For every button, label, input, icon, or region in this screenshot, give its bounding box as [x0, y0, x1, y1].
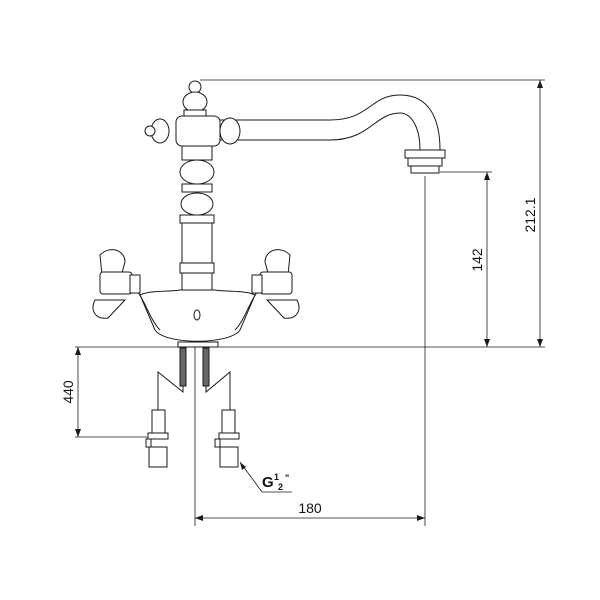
thread-size-label: G 1 2 " [262, 472, 289, 492]
thread-inch-mark: " [285, 473, 289, 483]
left-handle [92, 249, 141, 319]
thread-numerator: 1 [274, 472, 279, 482]
dimension-arrows [75, 80, 543, 521]
dimension-hose-length: 440 [60, 380, 76, 404]
dimension-total-height: 212.1 [522, 197, 538, 232]
right-handle [251, 249, 300, 319]
dimension-spout-height: 142 [469, 248, 485, 272]
dimension-spout-reach: 180 [298, 500, 322, 516]
faucet-body [134, 80, 446, 348]
thread-letter: G [262, 474, 274, 491]
thread-denominator: 2 [278, 482, 283, 492]
supply-hoses [145, 347, 240, 468]
